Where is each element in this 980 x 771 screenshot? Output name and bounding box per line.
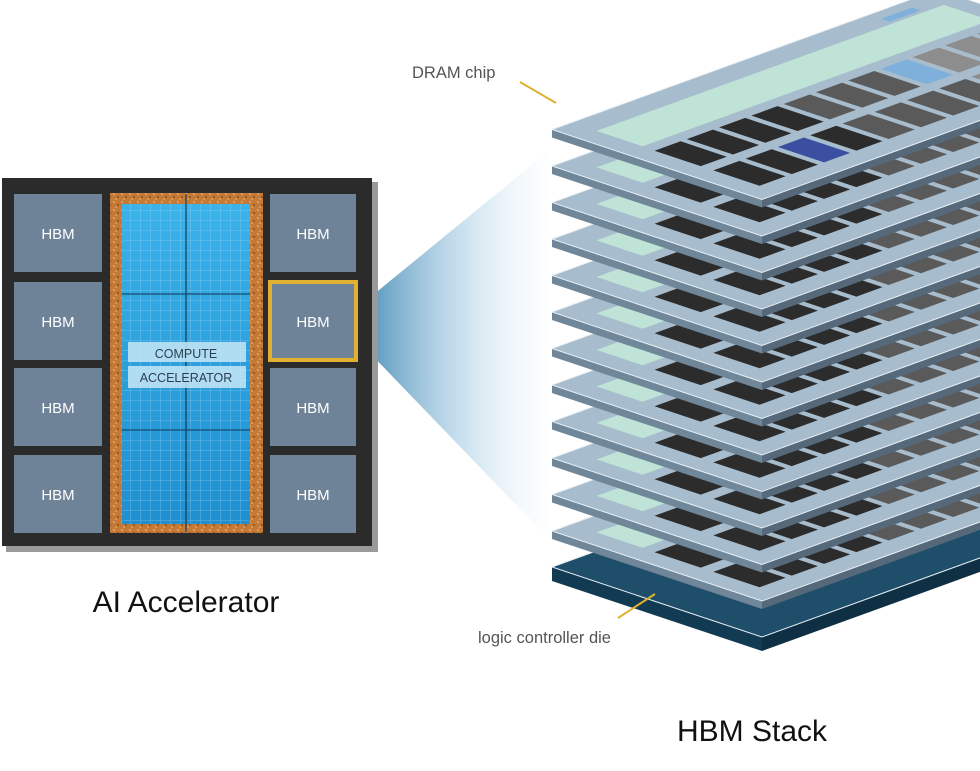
dram-layer-side (552, 531, 762, 609)
dram-cell (713, 343, 786, 369)
dram-cell (783, 94, 856, 120)
hbm-module-right-1 (270, 194, 356, 272)
dram-cell (713, 379, 786, 405)
hbm-module-right-4 (270, 455, 356, 533)
dram-cell (713, 233, 786, 259)
dram-cell (654, 396, 727, 422)
dram-cell (880, 59, 953, 85)
hbm-module-right-3 (270, 368, 356, 446)
hbm-label: HBM (41, 226, 74, 243)
logic-callout-line (617, 593, 656, 619)
dram-layer-side (762, 448, 980, 536)
dram-layer-side (762, 521, 980, 609)
logic-die-side (552, 567, 762, 651)
dram-layer-side (552, 348, 762, 427)
hbm-label: HBM (296, 226, 329, 243)
hbm-module-left-3 (14, 368, 102, 446)
dram-cell (713, 306, 786, 332)
dram-layer-side (762, 193, 980, 281)
dram-chip-label: DRAM chip (412, 64, 495, 82)
dram-cell (654, 250, 727, 276)
dram-layer-side (552, 458, 762, 536)
dram-cell (713, 452, 786, 478)
dram-cell (874, 102, 948, 128)
dram-layer-side (552, 385, 762, 463)
ai-accelerator-package: COMPUTE ACCELERATOR HBM HBM HBM HBM HBM … (2, 178, 378, 552)
dram-layer-side (552, 494, 762, 573)
dram-cell (713, 197, 786, 223)
logic-die-side (762, 557, 980, 651)
dram-cell (713, 416, 786, 442)
dram-cell (686, 129, 760, 155)
dram-layer-side (552, 312, 762, 390)
hbm-label: HBM (296, 487, 329, 504)
dram-accent (881, 7, 921, 22)
hbm-module-left-1 (14, 194, 102, 272)
dram-cell (719, 117, 792, 143)
dram-cell (745, 149, 818, 175)
dram-cell (654, 506, 727, 532)
dram-cell (713, 270, 786, 296)
hbm-label: HBM (41, 487, 74, 504)
dram-cell (654, 360, 727, 386)
dram-layer-side (762, 229, 980, 317)
dram-cell (654, 214, 727, 240)
dram-cell (907, 90, 980, 116)
hbm-module-left-4 (14, 455, 102, 533)
dram-cell (654, 469, 727, 495)
hbm-label: HBM (41, 314, 74, 331)
dram-cell (777, 137, 851, 163)
dram-cell (713, 562, 786, 588)
dram-layer-side (552, 239, 762, 317)
dram-layer-side (552, 129, 762, 208)
dram-cell (654, 141, 727, 167)
dram-layer-side (762, 156, 980, 244)
dram-layer-side (552, 275, 762, 354)
hbm-module-right-2-highlighted (268, 280, 358, 362)
dram-layer-side (762, 375, 980, 463)
dram-layer-side (552, 202, 762, 281)
accelerator-caption: AI Accelerator (93, 586, 280, 619)
dram-callout-line (519, 81, 557, 104)
dram-cell (654, 287, 727, 313)
dram-cell (848, 71, 921, 96)
dram-cell (912, 47, 980, 73)
core-label-line2: ACCELERATOR (140, 371, 233, 385)
dram-cell (654, 542, 727, 568)
dram-cell (971, 73, 980, 80)
hbm-label: HBM (296, 400, 329, 417)
dram-cell (810, 125, 883, 151)
hbm-label: HBM (296, 314, 329, 331)
core-label-line1: COMPUTE (155, 347, 218, 361)
dram-bank-strip (596, 4, 980, 147)
dram-cell (945, 35, 980, 58)
dram-cell (815, 82, 889, 108)
dram-layer-side (552, 421, 762, 500)
dram-layer-side (762, 485, 980, 573)
logic-controller-label: logic controller die (478, 629, 611, 647)
dram-cell (654, 433, 727, 459)
dram-cell (842, 114, 915, 139)
dram-cell (939, 78, 980, 102)
dram-layer-side (762, 302, 980, 390)
stack-caption: HBM Stack (677, 715, 828, 748)
hbm-stack (550, 0, 980, 651)
dram-cell (713, 489, 786, 515)
dram-cell (654, 323, 727, 349)
dram-layer-side (552, 166, 762, 244)
zoom-beam (340, 150, 550, 540)
dram-cell (654, 177, 727, 203)
dram-cell (713, 160, 786, 186)
dram-layer-side (762, 412, 980, 500)
hbm-label: HBM (41, 400, 74, 417)
dram-cell (977, 32, 980, 35)
dram-cell (751, 106, 824, 132)
dram-layer-side (762, 339, 980, 427)
dram-cell (713, 525, 786, 551)
dram-layer-side (762, 266, 980, 354)
hbm-module-left-2 (14, 282, 102, 360)
dram-layer-side (762, 120, 980, 208)
